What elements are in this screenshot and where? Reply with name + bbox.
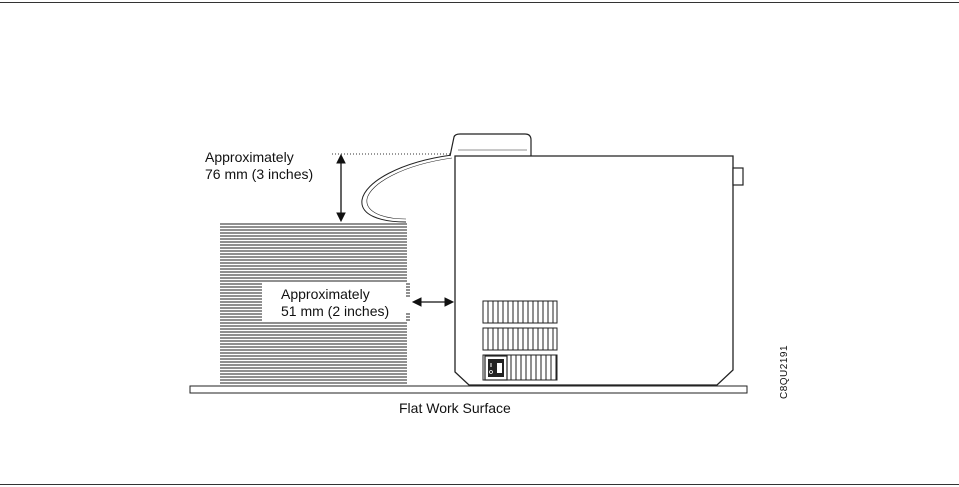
side-clearance-line1: Approximately — [281, 286, 389, 303]
work-surface-label: Flat Work Surface — [399, 400, 511, 417]
top-clearance-line1: Approximately — [205, 149, 313, 166]
vent-row — [483, 301, 557, 323]
vertical-clearance-arrow — [337, 155, 345, 221]
figure-id-label: C8QU2191 — [779, 345, 791, 399]
side-connector — [733, 168, 743, 185]
printer-body — [455, 156, 733, 385]
printer-top-cover — [450, 134, 531, 156]
top-clearance-label: Approximately 76 mm (3 inches) — [205, 149, 313, 183]
top-clearance-line2: 76 mm (3 inches) — [205, 166, 313, 183]
side-clearance-line2: 51 mm (2 inches) — [281, 303, 389, 320]
work-surface — [190, 386, 747, 393]
vent-row — [483, 328, 557, 350]
side-clearance-label: Approximately 51 mm (2 inches) — [281, 286, 389, 320]
power-switch — [485, 356, 507, 380]
horizontal-clearance-arrow — [413, 298, 453, 306]
paper-feed-curve-inner — [367, 158, 452, 219]
paper-feed-curve — [362, 155, 452, 222]
